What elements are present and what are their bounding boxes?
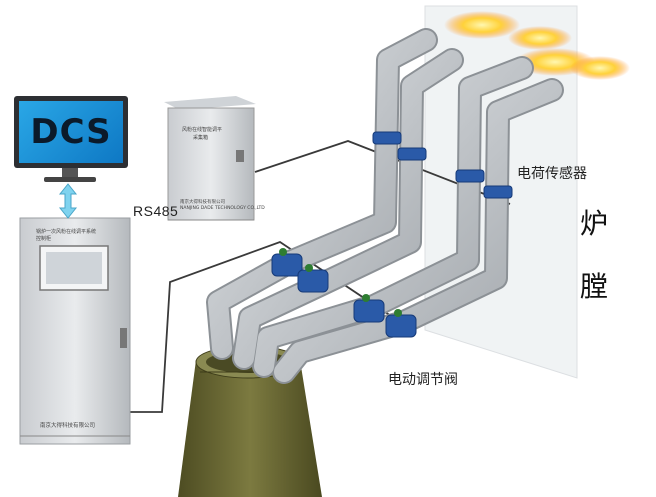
dcs-label: DCS <box>30 112 112 152</box>
dcs-screen: DCS <box>19 101 123 163</box>
cabinet-title-line1: 锅炉一次风粉在线调平系统 <box>36 229 97 235</box>
double-vertical-arrow-icon <box>58 183 78 219</box>
rs485-label: RS485 <box>133 203 179 219</box>
flame-icon <box>444 11 630 80</box>
control-cabinet <box>19 217 131 445</box>
furnace-label-char2: 膛 <box>580 270 609 303</box>
furnace-label-char1: 炉 <box>580 207 609 240</box>
box-footer-line1: 南京大得科技有限公司 <box>180 200 225 205</box>
cabinet-footer: 南京大得科技有限公司 <box>40 423 96 429</box>
valve-actuators <box>279 248 402 317</box>
box-footer-line2: NANJING DADE TECHNOLOGY CO.,LTD <box>180 206 265 211</box>
electric-valve-label: 电动调节阀 <box>388 372 458 388</box>
sensor-collection-box <box>164 96 256 221</box>
monitor-foot <box>44 177 96 182</box>
box-title-line1: 风粉在线智能调平 <box>182 127 223 133</box>
charge-sensors <box>372 131 513 199</box>
dcs-monitor: DCS <box>14 96 128 168</box>
electric-valves <box>271 253 417 338</box>
signal-cables <box>130 140 511 413</box>
coal-pipes <box>206 28 564 384</box>
charge-sensor-label: 电荷传感器 <box>517 166 587 182</box>
cabinet-title-line2: 控制柜 <box>36 236 52 242</box>
box-title-line2: 采集箱 <box>193 135 209 141</box>
monitor-neck <box>62 168 78 178</box>
